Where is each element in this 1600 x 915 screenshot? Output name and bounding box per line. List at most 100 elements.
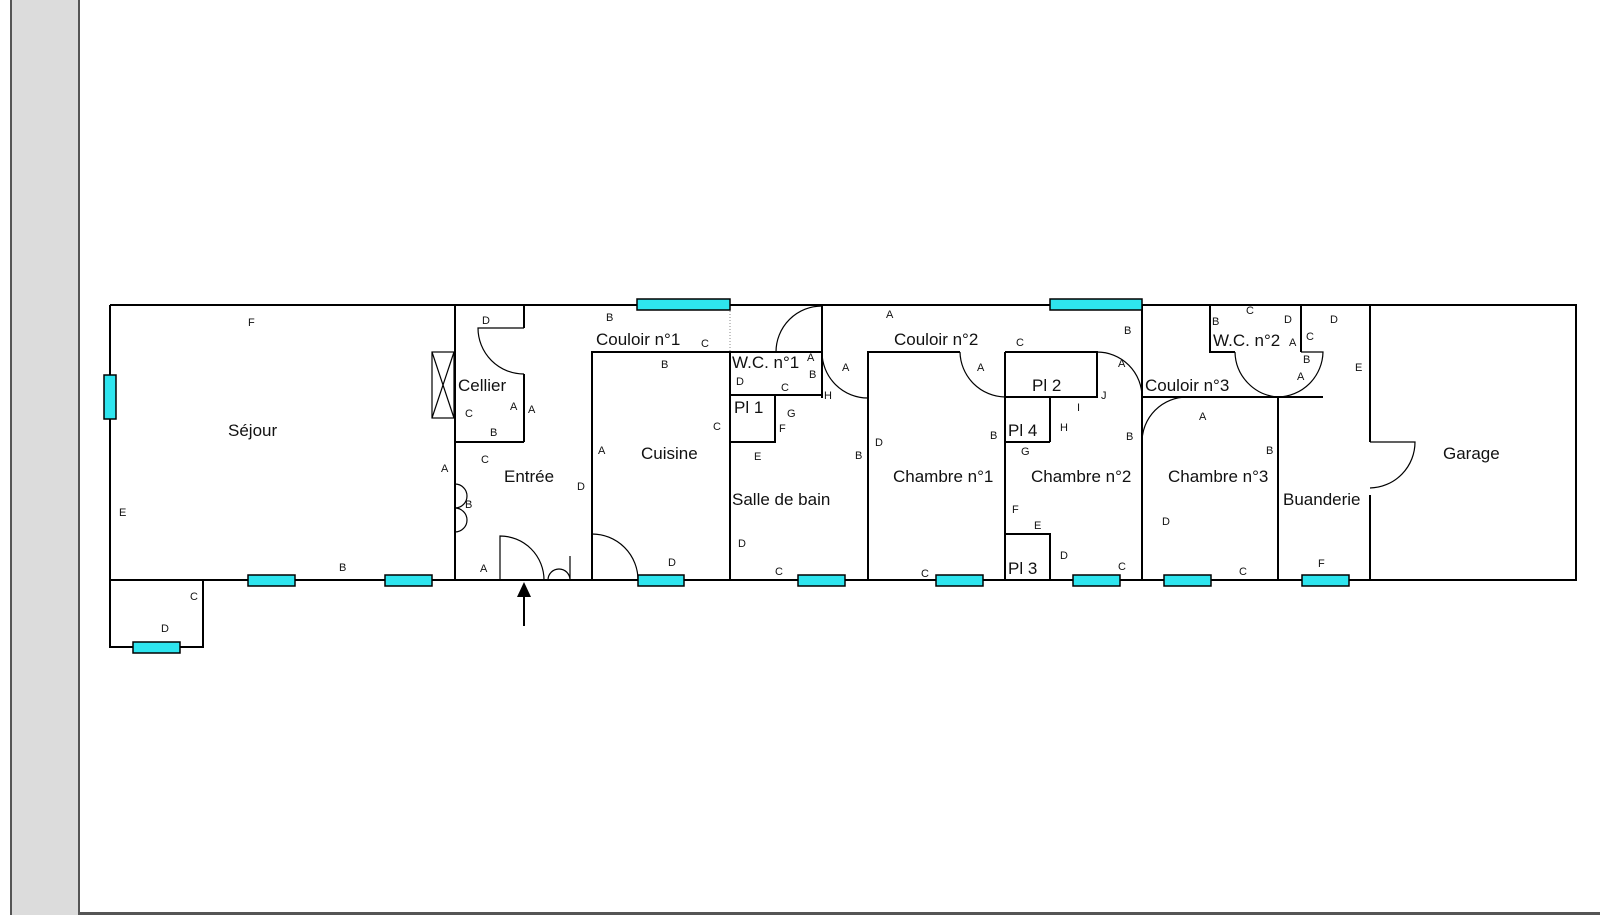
wall-letter: C (1239, 566, 1247, 578)
wall-letter: A (528, 404, 536, 416)
wall-letter: D (1060, 550, 1068, 562)
wall-letter: E (1034, 520, 1041, 532)
wall-letter: D (161, 623, 169, 635)
wall-letter: C (1016, 337, 1024, 349)
wall-letter: B (1212, 316, 1219, 328)
room-labels: Séjour Cellier Entrée Couloir n°1 Cuisin… (228, 330, 1500, 578)
room-couloir1: Couloir n°1 (596, 330, 680, 349)
wall-letter: B (1266, 445, 1273, 457)
room-sejour: Séjour (228, 421, 277, 440)
wall-letter: D (1330, 314, 1338, 326)
wall-letter: B (1124, 325, 1131, 337)
windows (103, 298, 1350, 654)
outer-walls (109, 304, 1577, 648)
wall-letter: H (824, 390, 832, 402)
wall-letter: D (1284, 314, 1292, 326)
wall-letter: C (1306, 331, 1314, 343)
wall-letter: C (775, 566, 783, 578)
wall-letter: B (606, 312, 613, 324)
room-pl4: Pl 4 (1008, 421, 1037, 440)
window (1301, 574, 1350, 587)
wall-letter: B (809, 369, 816, 381)
room-wc1: W.C. n°1 (732, 353, 799, 372)
window (384, 574, 433, 587)
wall-letter: A (886, 309, 894, 321)
room-pl1: Pl 1 (734, 398, 763, 417)
wall-letter: D (736, 376, 744, 388)
wall-letter: A (807, 352, 815, 364)
wall-letter: C (713, 421, 721, 433)
room-cellier: Cellier (458, 376, 507, 395)
wall-letter: A (842, 362, 850, 374)
room-chambre3: Chambre n°3 (1168, 467, 1268, 486)
wall-letter: G (1021, 446, 1030, 458)
room-buanderie: Buanderie (1283, 490, 1361, 509)
wall-letter: J (1101, 390, 1107, 402)
wall-letter: A (1289, 337, 1297, 349)
window (797, 574, 846, 587)
wall-letter: D (482, 315, 490, 327)
wall-letter: B (855, 450, 862, 462)
window (1163, 574, 1212, 587)
wall-letter: B (465, 499, 472, 511)
room-chambre2: Chambre n°2 (1031, 467, 1131, 486)
wall-letter: F (248, 317, 255, 329)
wall-letter: C (1246, 305, 1254, 317)
wall-letter: A (1118, 358, 1126, 370)
page-bottom-border (80, 912, 1600, 915)
wall-letter: I (1077, 402, 1080, 414)
wall-letter: E (119, 507, 126, 519)
wall-letter: A (598, 445, 606, 457)
window (1049, 298, 1143, 311)
wall-letters: F E D C B D C B A A C A B D A B C B A C … (119, 305, 1362, 635)
room-entree: Entrée (504, 467, 554, 486)
wall-letter: H (1060, 422, 1068, 434)
wall-letter: C (921, 568, 929, 580)
room-pl2: Pl 2 (1032, 376, 1061, 395)
wall-letter: A (441, 463, 449, 475)
room-couloir3: Couloir n°3 (1145, 376, 1229, 395)
window (636, 298, 731, 311)
window (1072, 574, 1121, 587)
wall-letter: B (990, 430, 997, 442)
wall-letter: B (490, 427, 497, 439)
room-pl3: Pl 3 (1008, 559, 1037, 578)
wall-letter: A (510, 401, 518, 413)
wall-letter: D (577, 481, 585, 493)
entry-arrow (517, 582, 531, 626)
wall-letter: A (480, 563, 488, 575)
wall-letter: D (875, 437, 883, 449)
wall-letter: E (1355, 362, 1362, 374)
wall-letter: D (668, 557, 676, 569)
window (132, 641, 181, 654)
room-chambre1: Chambre n°1 (893, 467, 993, 486)
wall-letter: C (465, 408, 473, 420)
wall-letter: B (339, 562, 346, 574)
room-salle-de-bain: Salle de bain (732, 490, 830, 509)
wall-letter: G (787, 408, 796, 420)
wall-letter: A (1199, 411, 1207, 423)
wall-letter: B (1303, 354, 1310, 366)
window (935, 574, 984, 587)
window (247, 574, 296, 587)
cellier-cabinet (431, 351, 455, 419)
wall-letter: C (701, 338, 709, 350)
doors (454, 305, 1416, 581)
wall-letter: F (779, 423, 786, 435)
wall-letter: C (481, 454, 489, 466)
side-panel (10, 0, 80, 915)
wall-letter: A (977, 362, 985, 374)
wall-letter: F (1012, 504, 1019, 516)
room-garage: Garage (1443, 444, 1500, 463)
wall-letter: C (190, 591, 198, 603)
wall-letter: F (1318, 558, 1325, 570)
wall-letter: C (781, 382, 789, 394)
window (103, 374, 117, 420)
wall-letter: E (754, 451, 761, 463)
window (637, 574, 685, 587)
wall-letter: C (1118, 561, 1126, 573)
room-cuisine: Cuisine (641, 444, 698, 463)
wall-letter: D (1162, 516, 1170, 528)
room-wc2: W.C. n°2 (1213, 331, 1280, 350)
